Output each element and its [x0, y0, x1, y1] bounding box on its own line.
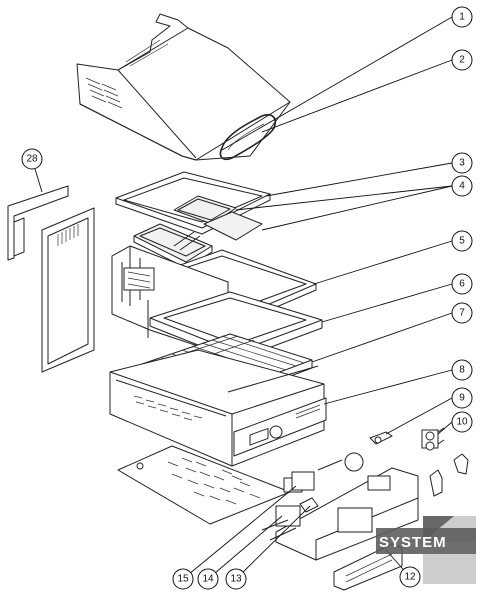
- callout-15: 15: [172, 568, 194, 590]
- callout-4: 4: [451, 175, 473, 197]
- part-4-grill-plates: [133, 195, 263, 269]
- callout-10: 10: [451, 411, 473, 433]
- callout-28-label: 28: [26, 154, 38, 165]
- callout-3-label: 3: [459, 158, 465, 169]
- base-side-vents: [133, 395, 203, 421]
- part-10-thermostat: [421, 427, 445, 451]
- callout-5-label: 5: [459, 236, 465, 247]
- hood-vent-slots: [85, 77, 123, 109]
- leader-lines: [31, 16, 453, 580]
- control-panel: [233, 397, 327, 457]
- part-28-side-panel: [7, 185, 95, 373]
- callout-6: 6: [451, 273, 473, 295]
- callout-12-label: 12: [404, 572, 416, 583]
- callout-8-label: 8: [459, 365, 465, 376]
- part-9-sensor: [369, 431, 393, 445]
- callout-28: 28: [21, 148, 43, 170]
- callout-1: 1: [451, 6, 473, 28]
- callout-10-label: 10: [456, 417, 468, 428]
- callout-5: 5: [451, 230, 473, 252]
- part-12-electrical-plate: [275, 452, 419, 591]
- watermark-text: SYSTEM: [379, 534, 447, 551]
- callout-13-label: 13: [230, 574, 242, 585]
- callout-2-label: 2: [459, 55, 465, 66]
- callout-12: 12: [399, 566, 421, 588]
- callout-13: 13: [225, 568, 247, 590]
- callout-7: 7: [451, 302, 473, 324]
- hood-handle: [219, 113, 277, 161]
- callout-1-label: 1: [459, 12, 465, 23]
- callout-9-label: 9: [459, 393, 465, 404]
- callout-3: 3: [451, 152, 473, 174]
- callout-9: 9: [451, 387, 473, 409]
- callout-14-label: 14: [202, 574, 214, 585]
- callout-7-label: 7: [459, 308, 465, 319]
- callout-2: 2: [451, 49, 473, 71]
- watermark-logo: SYSTEM: [376, 516, 476, 584]
- callout-8: 8: [451, 359, 473, 381]
- callout-15-label: 15: [177, 574, 189, 585]
- part-8-base-housing: [109, 349, 327, 467]
- callout-14: 14: [197, 568, 219, 590]
- callout-4-label: 4: [459, 181, 465, 192]
- part-1-top-cover: [76, 13, 291, 161]
- callout-6-label: 6: [459, 279, 465, 290]
- clip-parts: [429, 453, 469, 497]
